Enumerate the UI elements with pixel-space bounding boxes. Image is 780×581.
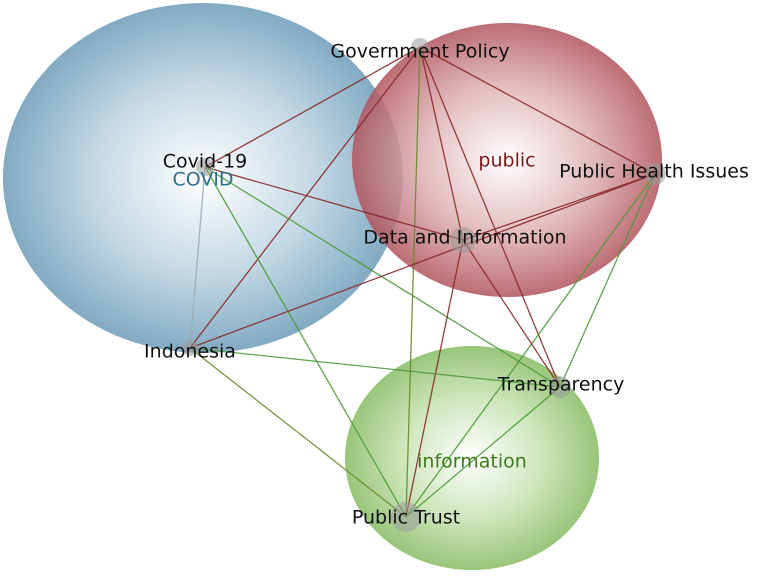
edge-transparency-public-trust: [405, 386, 561, 518]
node-label-covid-19[interactable]: Covid-19: [163, 151, 248, 173]
edge-public-health-issues-indonesia: [189, 173, 656, 349]
edge-public-health-issues-public-trust: [405, 173, 656, 518]
edge-covid-19-transparency: [204, 166, 561, 388]
cluster-layer: [3, 3, 662, 570]
edge-government-policy-transparency: [419, 46, 561, 388]
edge-covid-19-public-trust: [204, 166, 407, 518]
edge-indonesia-transparency: [189, 347, 561, 388]
node-dot-data-and-information[interactable]: [450, 227, 476, 253]
cluster-label-covid: COVID: [172, 169, 233, 191]
label-layer: COVID public information Government PolicyC…: [144, 41, 749, 529]
cluster-label-public: public: [478, 150, 535, 172]
edge-government-policy-public-health-issues: [419, 46, 656, 175]
node-dot-public-trust[interactable]: [391, 502, 421, 532]
edge-layer: [189, 46, 656, 518]
edge-covid-19-data-and-information: [204, 166, 464, 241]
node-dot-government-policy[interactable]: [411, 38, 429, 56]
node-dot-transparency[interactable]: [549, 376, 571, 398]
edge-public-health-issues-transparency: [559, 173, 656, 388]
node-dot-layer: [182, 38, 666, 532]
edge-government-policy-public-trust: [405, 46, 421, 518]
node-label-public-trust[interactable]: Public Trust: [352, 507, 460, 529]
edge-government-policy-data-and-information: [419, 46, 464, 241]
edge-data-and-information-transparency: [462, 239, 561, 388]
node-dot-indonesia[interactable]: [182, 340, 198, 356]
edge-public-health-issues-data-and-information: [462, 173, 656, 241]
cluster-covid: [3, 3, 403, 353]
cluster-label-information: information: [417, 451, 527, 473]
node-label-public-health-issues[interactable]: Public Health Issues: [559, 161, 749, 183]
edge-indonesia-public-trust: [189, 347, 407, 518]
edge-government-policy-covid-19: [204, 46, 421, 168]
node-label-transparency[interactable]: Transparency: [497, 374, 625, 396]
node-label-indonesia[interactable]: Indonesia: [144, 341, 236, 363]
node-dot-public-health-issues[interactable]: [644, 163, 666, 185]
edge-data-and-information-public-trust: [405, 239, 464, 518]
edge-government-policy-indonesia: [189, 46, 421, 349]
node-dot-covid-19[interactable]: [196, 158, 214, 176]
edge-covid-19-indonesia: [189, 166, 206, 349]
node-label-data-and-information[interactable]: Data and Information: [363, 227, 566, 249]
node-label-government-policy[interactable]: Government Policy: [330, 41, 509, 63]
